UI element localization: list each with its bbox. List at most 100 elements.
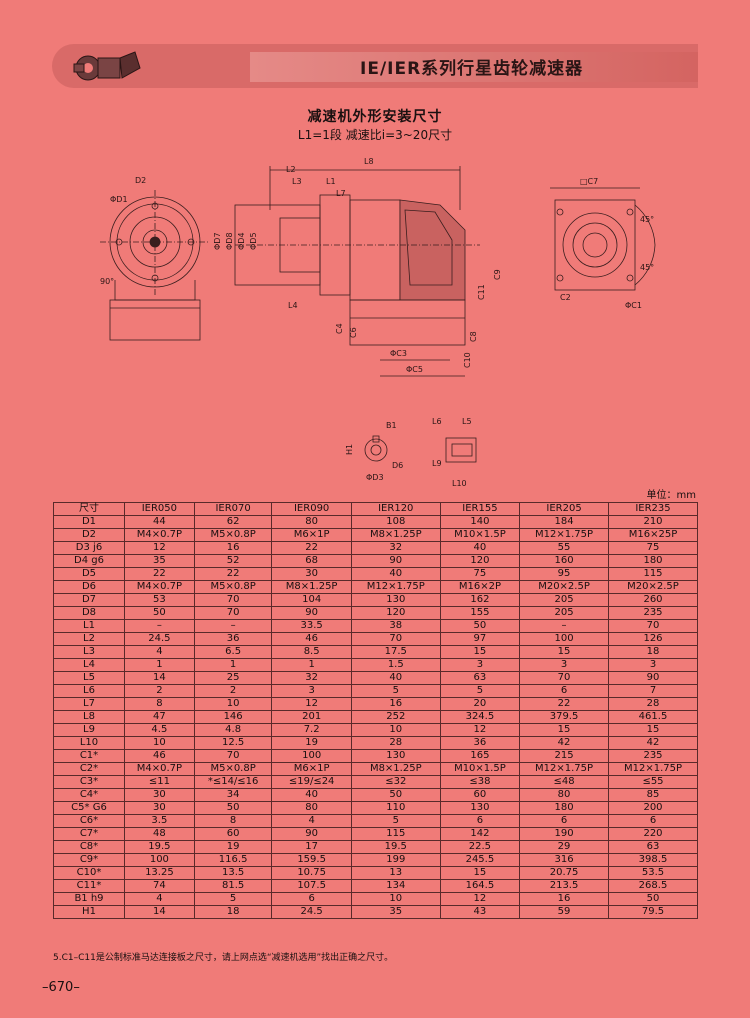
table-cell: 50 — [193, 801, 273, 815]
table-cell: 4 — [271, 814, 352, 828]
table-cell: 5 — [350, 814, 441, 828]
table-cell: 50 — [350, 788, 441, 802]
table-cell: 40 — [350, 671, 441, 685]
table-cell: 130 — [439, 801, 521, 815]
table-cell: 13.25 — [124, 866, 195, 880]
table-cell: 53 — [124, 593, 195, 607]
table-cell: M16×2P — [439, 580, 521, 594]
table-cell: 15 — [439, 645, 521, 659]
table-cell: 4 — [124, 892, 195, 906]
gearbox-logo-icon — [73, 51, 141, 81]
label-c8: C8 — [469, 331, 478, 342]
table-cell: 70 — [608, 619, 698, 633]
table-row-label: L6 — [53, 684, 125, 698]
table-cell: 19.5 — [124, 840, 195, 854]
table-cell: 162 — [439, 593, 521, 607]
page-number: –670– — [42, 980, 80, 995]
table-cell: 184 — [519, 515, 609, 529]
table-cell: ≤38 — [439, 775, 521, 789]
table-row-label: C6* — [53, 814, 125, 828]
table-cell: 79.5 — [608, 905, 698, 919]
table-cell: M20×2.5P — [608, 580, 698, 594]
label-d8: ΦD8 — [225, 232, 234, 250]
front-view-drawing — [100, 190, 210, 341]
table-cell: 32 — [271, 671, 352, 685]
table-cell: 205 — [519, 606, 609, 620]
table-cell: 20.75 — [519, 866, 609, 880]
table-row-label: B1 h9 — [53, 892, 125, 906]
label-d3: ΦD3 — [366, 473, 384, 482]
table-cell: 115 — [350, 827, 441, 841]
table-cell: 95 — [519, 567, 609, 581]
label-d6: D6 — [392, 461, 403, 470]
table-cell: 43 — [439, 905, 521, 919]
table-cell: 130 — [350, 593, 441, 607]
table-row-label: D3 j6 — [53, 541, 125, 555]
table-cell: – — [519, 619, 609, 633]
table-cell: 159.5 — [271, 853, 352, 867]
table-cell: 70 — [519, 671, 609, 685]
table-cell: 19 — [271, 736, 352, 750]
label-d5: ΦD5 — [249, 232, 258, 250]
table-cell: 12 — [271, 697, 352, 711]
table-cell: 15 — [439, 866, 521, 880]
table-cell: 252 — [350, 710, 441, 724]
table-cell: 36 — [439, 736, 521, 750]
label-l9: L9 — [432, 459, 442, 468]
label-c2: C2 — [560, 293, 571, 302]
table-cell: 32 — [350, 541, 441, 555]
table-cell: 1 — [193, 658, 273, 672]
table-cell: ≤11 — [124, 775, 195, 789]
table-cell: 235 — [608, 749, 698, 763]
table-cell: 316 — [519, 853, 609, 867]
table-cell: 63 — [439, 671, 521, 685]
table-cell: 36 — [193, 632, 273, 646]
table-cell: 85 — [608, 788, 698, 802]
table-cell: 100 — [271, 749, 352, 763]
table-cell: 24.5 — [271, 905, 352, 919]
table-cell: 97 — [439, 632, 521, 646]
table-cell: 34 — [193, 788, 273, 802]
label-90: 90° — [100, 277, 114, 286]
table-cell: 210 — [608, 515, 698, 529]
table-row-label: C8* — [53, 840, 125, 854]
table-cell: M6×1P — [271, 528, 352, 542]
table-cell: 3 — [439, 658, 521, 672]
label-d1: ΦD1 — [110, 195, 128, 204]
table-cell: 1 — [271, 658, 352, 672]
table-cell: 13 — [350, 866, 441, 880]
table-header-row: 尺寸 IER050 IER070 IER090 IER120 IER155 IE… — [53, 502, 698, 516]
table-cell: 260 — [608, 593, 698, 607]
table-cell: 52 — [193, 554, 273, 568]
table-cell: M12×1.75P — [608, 762, 698, 776]
table-cell: 107.5 — [271, 879, 352, 893]
table-cell: 90 — [271, 606, 352, 620]
table-cell: 205 — [519, 593, 609, 607]
table-cell: M12×1.75P — [350, 580, 441, 594]
table-cell: 75 — [608, 541, 698, 555]
table-cell: 108 — [350, 515, 441, 529]
table-cell: 20 — [439, 697, 521, 711]
table-cell: 28 — [608, 697, 698, 711]
table-cell: 25 — [193, 671, 273, 685]
label-45b: 45° — [640, 263, 654, 272]
table-row-label: L4 — [53, 658, 125, 672]
table-row-label: D2 — [53, 528, 125, 542]
table-cell: 213.5 — [519, 879, 609, 893]
table-cell: M10×1.5P — [439, 762, 521, 776]
table-cell: 155 — [439, 606, 521, 620]
table-cell: M12×1.75P — [519, 762, 609, 776]
table-row-label: D6 — [53, 580, 125, 594]
table-cell: 165 — [439, 749, 521, 763]
table-cell: 3.5 — [124, 814, 195, 828]
label-c1: ΦC1 — [625, 301, 642, 310]
table-header: IER235 — [608, 502, 698, 516]
table-cell: 164.5 — [439, 879, 521, 893]
table-cell: M4×0.7P — [124, 762, 195, 776]
table-cell: 120 — [439, 554, 521, 568]
